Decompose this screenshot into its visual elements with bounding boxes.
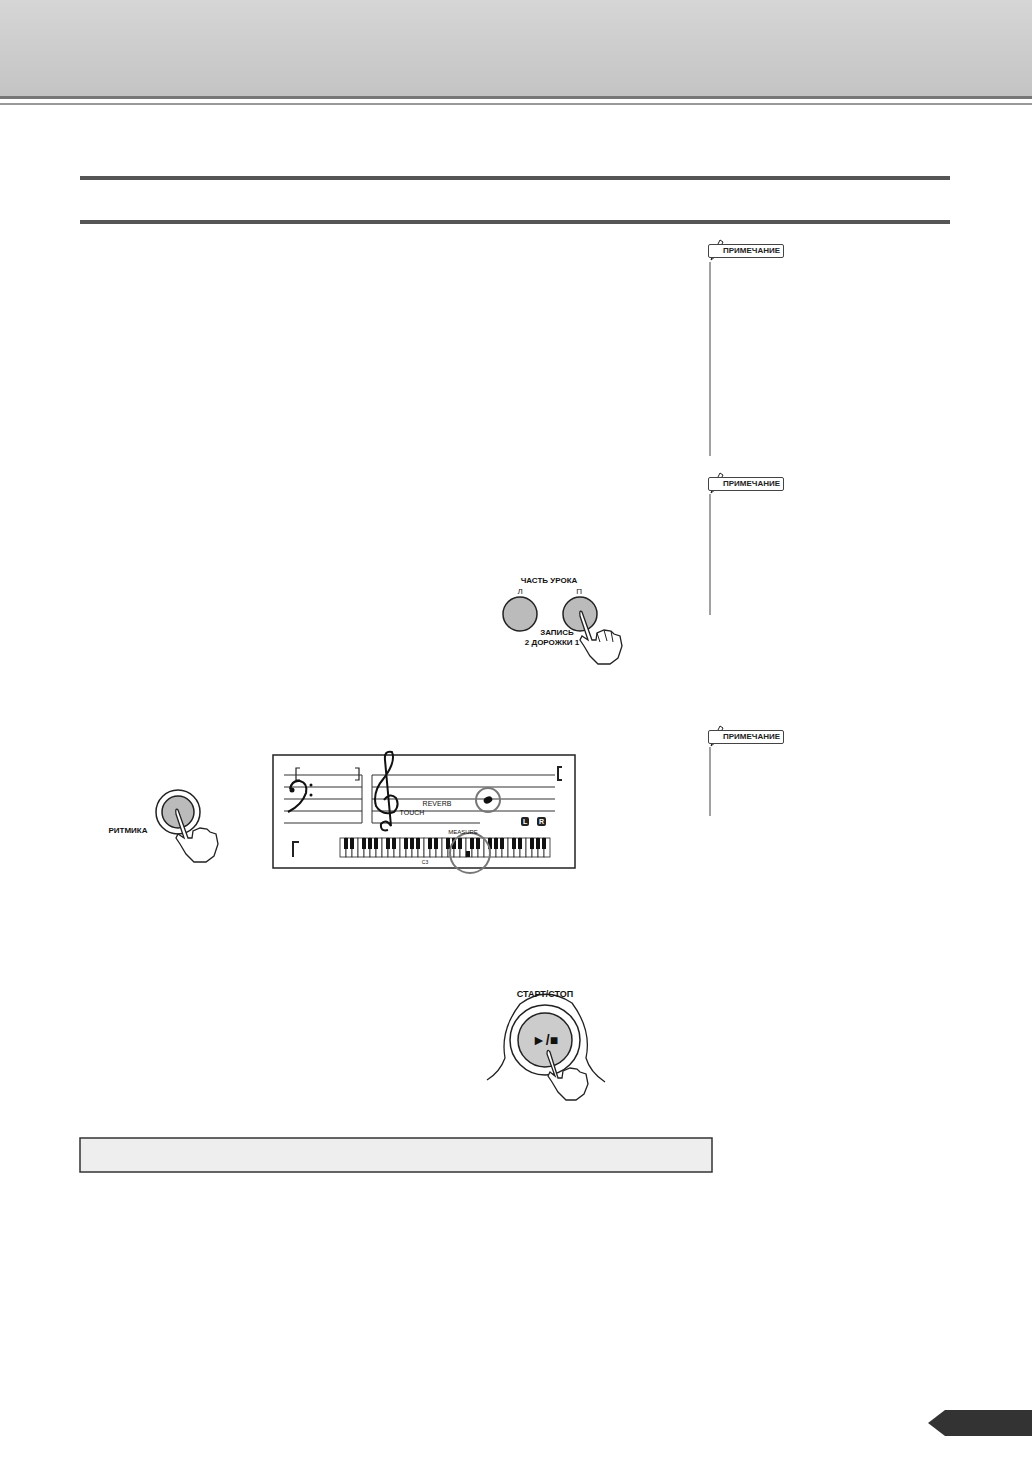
node-text: ПРИМЕЧАНИЕ bbox=[723, 733, 780, 741]
note-tag: ПРИМЕЧАНИЕ bbox=[708, 730, 784, 744]
black-key bbox=[428, 838, 432, 849]
black-key bbox=[386, 838, 390, 849]
black-key bbox=[500, 838, 504, 849]
panel-label: Л bbox=[517, 588, 522, 596]
black-key bbox=[410, 838, 414, 849]
panel-label: TOUCH bbox=[400, 809, 425, 816]
black-key bbox=[392, 838, 396, 849]
black-key bbox=[518, 838, 522, 849]
black-key bbox=[362, 838, 366, 849]
node-text: L bbox=[523, 818, 527, 825]
black-key bbox=[476, 838, 480, 849]
black-key bbox=[416, 838, 420, 849]
black-key bbox=[350, 838, 354, 849]
black-key bbox=[446, 838, 450, 849]
black-key bbox=[374, 838, 378, 849]
key-marker bbox=[466, 851, 470, 857]
panel-label: REVERB bbox=[423, 800, 452, 807]
black-key bbox=[512, 838, 516, 849]
note-tag: ПРИМЕЧАНИЕ bbox=[708, 477, 784, 491]
panel-label: 2 ДОРОЖКИ 1 bbox=[525, 639, 579, 647]
panel-label: ►/■ bbox=[532, 1033, 558, 1047]
black-key bbox=[458, 838, 462, 849]
note-tag: ПРИМЕЧАНИЕ bbox=[708, 244, 784, 258]
node-text: R bbox=[539, 818, 544, 825]
panel-label: ЧАСТЬ УРОКА bbox=[521, 577, 578, 585]
black-key bbox=[470, 838, 474, 849]
black-key bbox=[368, 838, 372, 849]
black-key bbox=[404, 838, 408, 849]
channel-indicator: L bbox=[521, 817, 529, 826]
panel-label: СТАРТ/СТОП bbox=[517, 990, 574, 999]
panel-label: П bbox=[576, 588, 582, 596]
panel-label: РИТМИКА bbox=[108, 827, 147, 835]
black-key bbox=[530, 838, 534, 849]
black-key bbox=[542, 838, 546, 849]
node-text: ПРИМЕЧАНИЕ bbox=[723, 480, 780, 488]
panel-label: C3 bbox=[422, 860, 428, 865]
node-text: ПРИМЕЧАНИЕ bbox=[723, 247, 780, 255]
black-key bbox=[434, 838, 438, 849]
panel-label: ЗАПИСЬ bbox=[540, 629, 574, 637]
black-key bbox=[494, 838, 498, 849]
channel-indicator: R bbox=[537, 817, 546, 826]
black-key bbox=[344, 838, 348, 849]
black-key bbox=[536, 838, 540, 849]
panel-label: MEASURE bbox=[448, 829, 478, 835]
